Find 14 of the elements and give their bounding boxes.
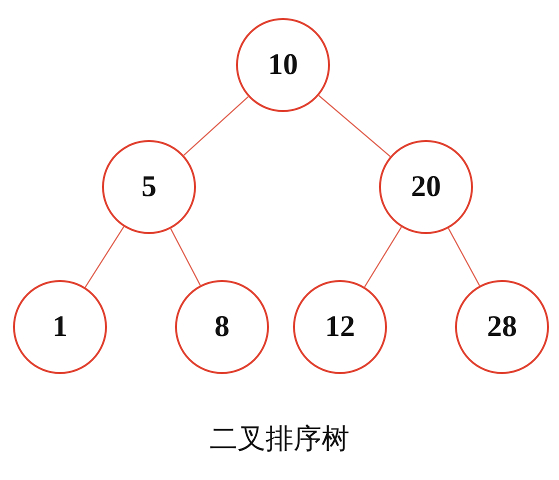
tree-edge bbox=[84, 226, 124, 288]
tree-node-circle: 20 bbox=[379, 140, 473, 234]
tree-node-circle: 10 bbox=[236, 18, 330, 112]
tree-node-circle: 5 bbox=[102, 140, 196, 234]
tree-edge bbox=[183, 96, 249, 156]
tree-node-circle: 28 bbox=[455, 280, 549, 374]
tree-edge bbox=[170, 228, 201, 286]
caption: 二叉排序树 bbox=[210, 421, 350, 457]
tree-node-circle: 1 bbox=[13, 280, 107, 374]
tree-node-circle: 8 bbox=[175, 280, 269, 374]
tree-node-circle: 12 bbox=[293, 280, 387, 374]
tree-edge bbox=[318, 95, 391, 157]
tree-edge bbox=[448, 228, 480, 286]
tree-edge bbox=[364, 226, 402, 288]
